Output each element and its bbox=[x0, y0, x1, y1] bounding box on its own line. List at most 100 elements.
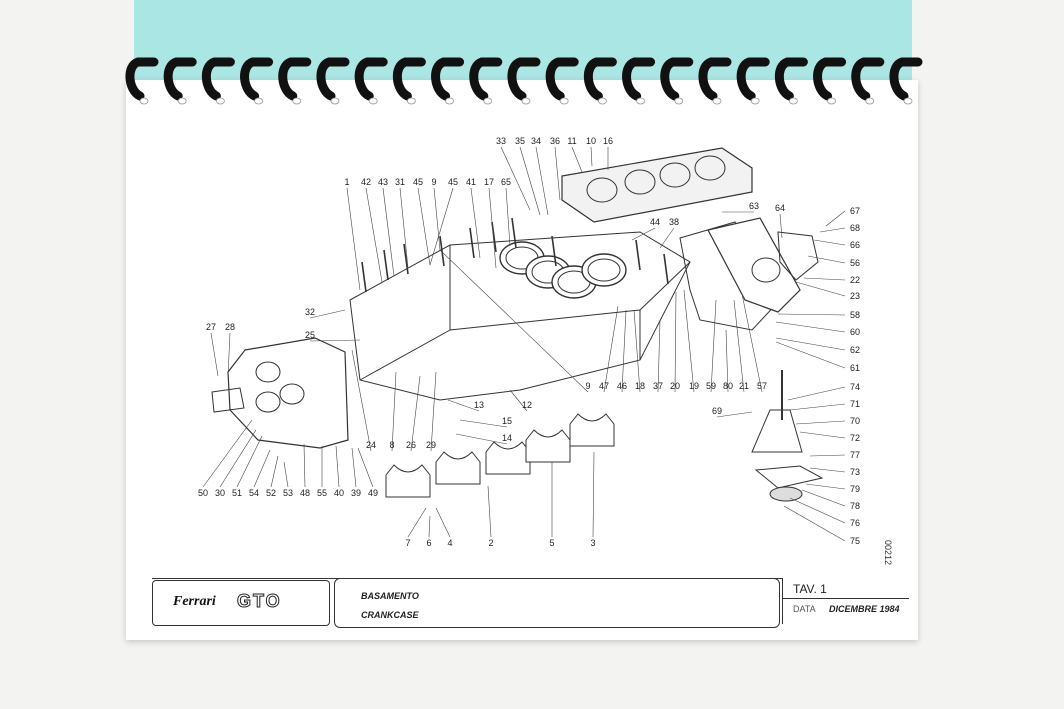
leader-line bbox=[303, 443, 306, 488]
leader-line bbox=[795, 281, 846, 297]
callout-label: 75 bbox=[849, 536, 861, 546]
callout-label: 9 bbox=[585, 381, 591, 391]
binding-ring bbox=[660, 57, 694, 105]
crankcase-edges bbox=[359, 245, 691, 381]
binding-ring bbox=[698, 57, 732, 105]
cover-port bbox=[255, 361, 281, 383]
callout-label: 67 bbox=[849, 206, 861, 216]
callout-label: 58 bbox=[849, 310, 861, 320]
binding-ring bbox=[507, 57, 541, 105]
callout-label: 60 bbox=[849, 327, 861, 337]
callout-label: 52 bbox=[265, 488, 277, 498]
cover-nozzle bbox=[211, 387, 245, 413]
cylinder-stud bbox=[361, 261, 367, 293]
leader-line bbox=[789, 497, 846, 524]
leader-line bbox=[621, 309, 627, 393]
leader-line bbox=[799, 431, 846, 439]
leader-line bbox=[309, 309, 346, 319]
ferrari-logo: Ferrari bbox=[173, 594, 216, 609]
gasket-bore bbox=[624, 169, 656, 195]
leader-line bbox=[801, 489, 846, 507]
leader-line bbox=[253, 449, 271, 488]
callout-label: 42 bbox=[360, 177, 372, 187]
leader-line bbox=[428, 515, 431, 538]
callout-label: 61 bbox=[849, 363, 861, 373]
leader-line bbox=[488, 187, 497, 269]
binding-ring bbox=[469, 57, 503, 105]
leader-line bbox=[789, 403, 846, 411]
main-bearing-cap bbox=[385, 464, 431, 498]
leader-line bbox=[470, 187, 481, 259]
callout-label: 64 bbox=[774, 203, 786, 213]
callout-label: 17 bbox=[483, 177, 495, 187]
callout-label: 49 bbox=[367, 488, 379, 498]
engine-mount-bracket bbox=[751, 409, 803, 453]
mount-plate bbox=[754, 465, 824, 489]
callout-label: 7 bbox=[405, 538, 411, 548]
callout-label: 36 bbox=[549, 136, 561, 146]
callout-label: 26 bbox=[405, 440, 417, 450]
leader-line bbox=[351, 349, 372, 452]
callout-label: 35 bbox=[514, 136, 526, 146]
binding-ring bbox=[316, 57, 350, 105]
binding-ring bbox=[736, 57, 770, 105]
leader-line bbox=[803, 277, 846, 281]
leader-line bbox=[683, 289, 695, 393]
leader-line bbox=[346, 187, 361, 291]
leader-line bbox=[509, 389, 528, 412]
leader-line bbox=[795, 420, 846, 425]
callout-label: 39 bbox=[350, 488, 362, 498]
leader-line bbox=[365, 187, 383, 283]
callout-label: 43 bbox=[377, 177, 389, 187]
callout-label: 31 bbox=[394, 177, 406, 187]
binding-ring bbox=[278, 57, 312, 105]
leader-line bbox=[433, 187, 441, 251]
leader-line bbox=[813, 239, 846, 246]
callout-label: 73 bbox=[849, 467, 861, 477]
callout-label: 27 bbox=[205, 322, 217, 332]
callout-label: 56 bbox=[849, 258, 861, 268]
leader-line bbox=[429, 187, 454, 266]
leader-line bbox=[809, 454, 846, 457]
callout-label: 70 bbox=[849, 416, 861, 426]
callout-label: 24 bbox=[365, 440, 377, 450]
leader-line bbox=[202, 419, 253, 488]
callout-label: 76 bbox=[849, 518, 861, 528]
callout-label: 15 bbox=[501, 416, 513, 426]
leader-line bbox=[335, 445, 340, 488]
callout-label: 80 bbox=[722, 381, 734, 391]
leader-line bbox=[674, 291, 677, 393]
cylinder-stud bbox=[663, 253, 669, 285]
callout-label: 63 bbox=[748, 201, 760, 211]
callout-label: 2 bbox=[488, 538, 494, 548]
callout-label: 66 bbox=[849, 240, 861, 250]
leader-line bbox=[219, 429, 257, 488]
leader-line bbox=[410, 375, 421, 452]
date-label: DATA bbox=[793, 604, 816, 614]
leader-line bbox=[805, 483, 846, 490]
leader-line bbox=[210, 332, 219, 377]
callout-label: 72 bbox=[849, 433, 861, 443]
callout-label: 74 bbox=[849, 382, 861, 392]
callout-label: 41 bbox=[465, 177, 477, 187]
front-cover bbox=[227, 337, 349, 449]
binding-ring bbox=[851, 57, 885, 105]
callout-label: 71 bbox=[849, 399, 861, 409]
callout-label: 37 bbox=[652, 381, 664, 391]
cylinder-stud bbox=[403, 243, 409, 275]
rubber-mount bbox=[769, 486, 803, 502]
callout-label: 65 bbox=[500, 177, 512, 187]
callout-label: 48 bbox=[299, 488, 311, 498]
leader-line bbox=[659, 227, 675, 249]
callout-label: 62 bbox=[849, 345, 861, 355]
leader-line bbox=[357, 447, 374, 488]
callout-label: 18 bbox=[634, 381, 646, 391]
leader-line bbox=[716, 411, 753, 418]
callout-label: 47 bbox=[598, 381, 610, 391]
cover-port bbox=[255, 391, 281, 413]
binding-ring bbox=[163, 57, 197, 105]
leader-line bbox=[535, 146, 549, 216]
callout-label: 78 bbox=[849, 501, 861, 511]
callout-label: 25 bbox=[304, 330, 316, 340]
